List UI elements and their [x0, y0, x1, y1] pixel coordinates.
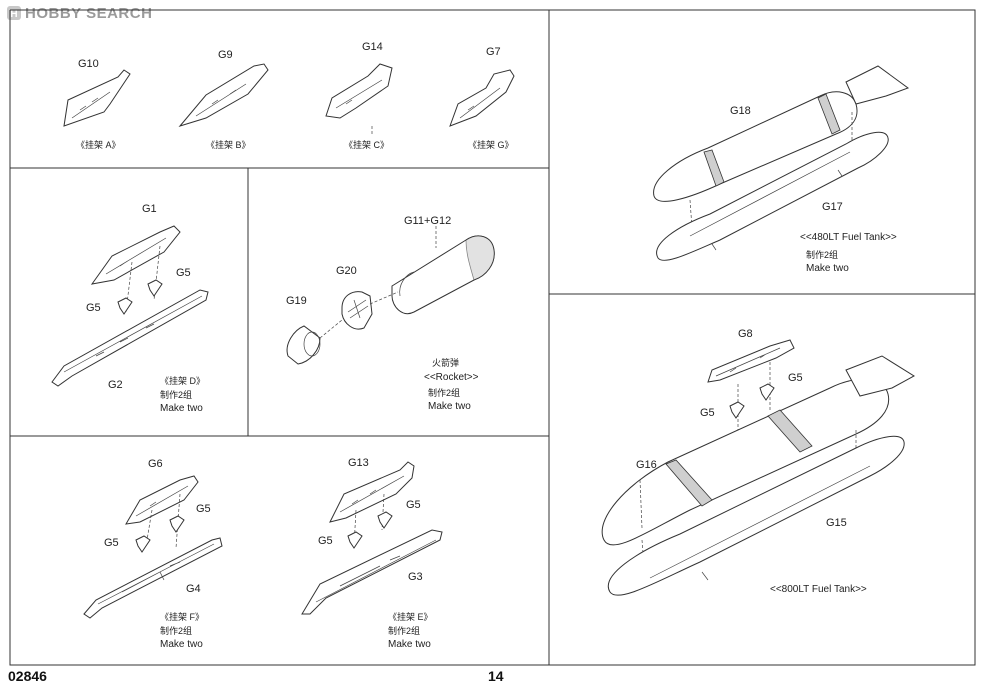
caption-pylon-f: 《挂架 F》 — [160, 611, 204, 622]
part-label-g5-upper: G5 — [176, 267, 191, 279]
tank-480-assembly: G18 G17 <<480LT Fuel Tank>> 制作2组 Make tw… — [653, 65, 910, 274]
part-label-g16: G16 — [636, 459, 657, 471]
note-cn-rocket: 制作2组 — [428, 387, 460, 398]
part-label-g5-f-left: G5 — [104, 537, 119, 549]
part-label-g5-lower: G5 — [86, 302, 101, 314]
part-label-g19: G19 — [286, 295, 307, 307]
note-en-rocket: Make two — [428, 401, 471, 412]
svg-text:H: H — [10, 9, 17, 20]
pylon-g-assembly: G7 《挂架 G》 — [449, 46, 515, 150]
part-label-g5-800-left: G5 — [700, 407, 715, 419]
part-label-g5-800-right: G5 — [788, 372, 803, 384]
part-label-g8: G8 — [738, 328, 753, 340]
caption-pylon-e: 《挂架 E》 — [388, 611, 433, 622]
kit-number: 02846 — [8, 668, 47, 684]
caption-en-rocket: <<Rocket>> — [424, 372, 479, 383]
part-label-g4: G4 — [186, 583, 201, 595]
note-cn-pylon-d: 制作2组 — [160, 389, 192, 400]
pylon-e-assembly: G13 G5 G5 G3 《挂架 E》 制作2组 Make two — [301, 457, 443, 650]
note-en-tank-480: Make two — [806, 263, 849, 274]
part-label-g11-g12: G11+G12 — [404, 215, 451, 227]
part-label-g3: G3 — [408, 571, 423, 583]
caption-pylon-b: 《挂架 B》 — [206, 139, 251, 150]
panel-frames — [9, 9, 976, 666]
caption-pylon-d: 《挂架 D》 — [160, 375, 205, 386]
part-label-g10: G10 — [78, 58, 99, 70]
caption-cn-rocket: 火箭弹 — [432, 357, 459, 368]
part-label-g18: G18 — [730, 105, 751, 117]
caption-pylon-c: 《挂架 C》 — [344, 139, 389, 150]
part-label-g5-f-right: G5 — [196, 503, 211, 515]
part-label-g20: G20 — [336, 265, 357, 277]
pylon-c-assembly: G14 《挂架 C》 — [325, 41, 393, 150]
caption-pylon-a: 《挂架 A》 — [76, 139, 121, 150]
watermark-text: HOBBY SEARCH — [25, 4, 153, 22]
pylon-f-assembly: G6 G5 G5 G4 《挂架 F》 制作2组 Make two — [83, 458, 223, 650]
pylon-d-assembly: G1 G5 G5 G2 《挂架 D》 制作2组 Make two — [51, 203, 209, 414]
page-number: 14 — [488, 668, 504, 684]
note-cn-tank-480: 制作2组 — [806, 249, 838, 260]
note-en-pylon-d: Make two — [160, 403, 203, 414]
rocket-assembly: G11+G12 G20 G19 火箭弹 <<Rocket>> 制作2组 Make… — [286, 215, 495, 412]
part-label-g2: G2 — [108, 379, 123, 391]
pylon-b-assembly: G9 《挂架 B》 — [178, 49, 269, 150]
part-label-g15: G15 — [826, 517, 847, 529]
note-en-pylon-e: Make two — [388, 639, 431, 650]
part-label-g1: G1 — [142, 203, 157, 215]
part-label-g6: G6 — [148, 458, 163, 470]
note-cn-pylon-e: 制作2组 — [388, 625, 420, 636]
pylon-a-assembly: G10 《挂架 A》 — [63, 58, 131, 150]
part-label-g9: G9 — [218, 49, 233, 61]
caption-pylon-g: 《挂架 G》 — [468, 139, 514, 150]
part-label-g5-e-left: G5 — [318, 535, 333, 547]
part-label-g14: G14 — [362, 41, 383, 53]
note-cn-pylon-f: 制作2组 — [160, 625, 192, 636]
tank-800-assembly: G8 G5 G5 G16 G15 <<800LT Fuel Tank>> — [601, 328, 915, 596]
caption-tank-480: <<480LT Fuel Tank>> — [800, 232, 897, 243]
caption-tank-800: <<800LT Fuel Tank>> — [770, 584, 867, 595]
note-en-pylon-f: Make two — [160, 639, 203, 650]
part-label-g7: G7 — [486, 46, 501, 58]
part-label-g5-e-right: G5 — [406, 499, 421, 511]
part-label-g13: G13 — [348, 457, 369, 469]
part-label-g17: G17 — [822, 201, 843, 213]
